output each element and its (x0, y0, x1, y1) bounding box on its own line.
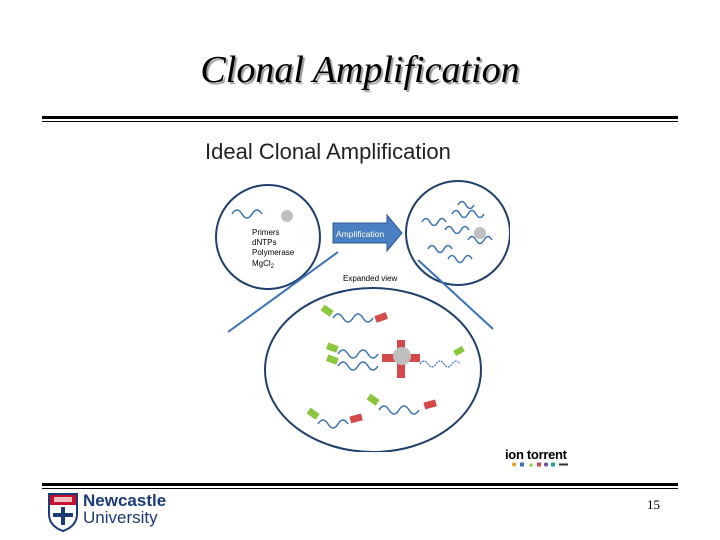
expanded-view-circle (264, 287, 482, 452)
ion-torrent-marks-icon (512, 462, 568, 467)
expansion-line-left (227, 251, 339, 333)
strand-top (320, 304, 389, 323)
reagent-mgcl2: MgCl2 (252, 259, 275, 270)
expansion-line-right (417, 259, 494, 330)
pre-amplification-circle (215, 184, 321, 290)
reagent-polymerase: Polymerase (252, 248, 295, 257)
bead-with-adapters (382, 340, 420, 378)
ion-torrent-logo: ion torrent (505, 447, 580, 469)
bead (281, 210, 293, 222)
strand-middle-lower (325, 354, 379, 371)
strand-bottom-right (366, 393, 437, 415)
title-divider-thin (42, 121, 678, 122)
page-number: 15 (647, 497, 660, 512)
clonal-amplification-diagram: Ideal Clonal Amplification Primers dNTPs… (205, 139, 510, 452)
template-strand (231, 209, 263, 219)
post-amplification-circle (405, 180, 510, 286)
diagram-heading: Ideal Clonal Amplification (205, 139, 451, 164)
footer-divider-thin (42, 488, 678, 489)
slide-title: Clonal Amplification (200, 49, 520, 91)
university-name-line1: Newcastle (83, 491, 167, 510)
strand-bottom-left (306, 407, 363, 429)
strand-middle-upper (325, 342, 379, 359)
expanded-view-label: Expanded view (343, 274, 397, 283)
footer-divider-thick (42, 483, 678, 486)
newcastle-university-logo: Newcastle University (47, 492, 177, 534)
reagent-dntps: dNTPs (252, 238, 276, 247)
university-name-line2: University (83, 508, 158, 527)
ion-torrent-text: ion torrent (505, 447, 567, 462)
amplification-label: Amplification (336, 229, 384, 239)
amplified-strands (421, 200, 493, 264)
bead (474, 227, 486, 239)
university-crest-icon (48, 493, 78, 533)
strand-right (419, 345, 465, 368)
title-divider-thick (42, 116, 678, 119)
reagent-primers: Primers (252, 228, 280, 237)
amplification-arrow (332, 213, 403, 253)
